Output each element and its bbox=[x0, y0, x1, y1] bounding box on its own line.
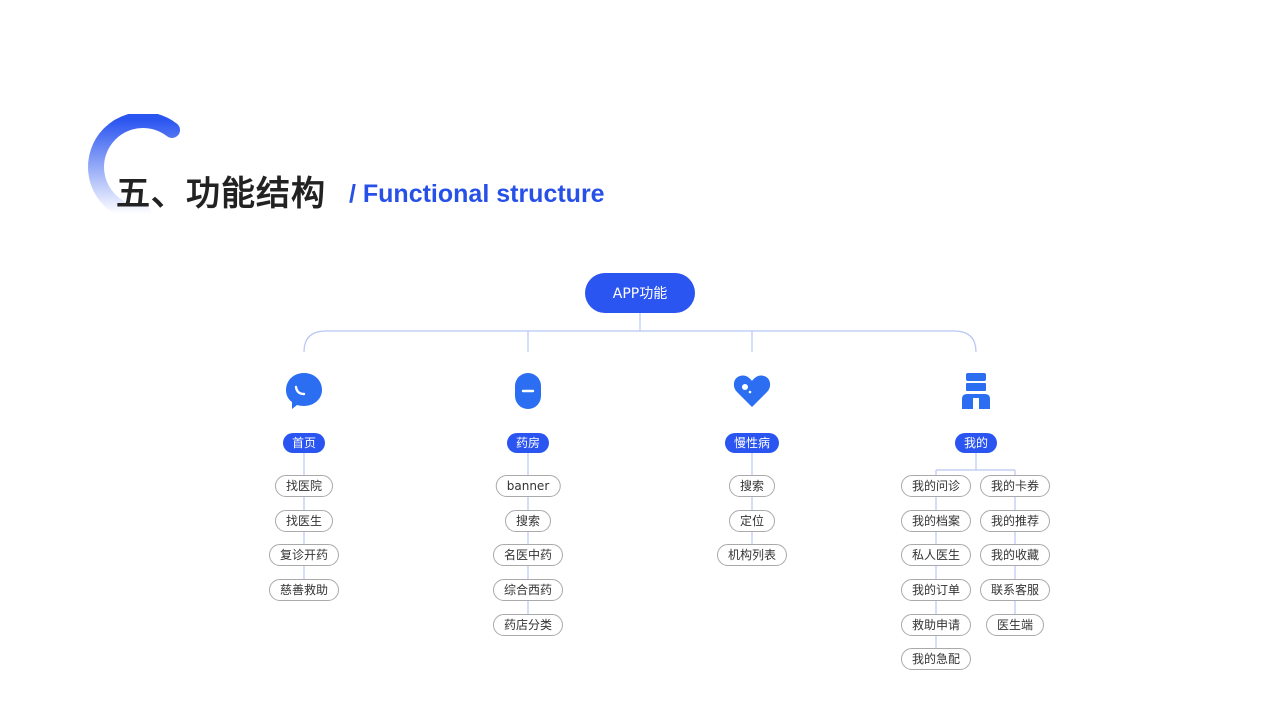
node-revisit-prescription: 复诊开药 bbox=[268, 544, 340, 566]
heart-icon bbox=[733, 375, 771, 407]
node-my-coupons: 我的卡券 bbox=[979, 475, 1051, 497]
node-chronic-search: 搜索 bbox=[728, 475, 776, 497]
category-home: 首页 bbox=[282, 433, 326, 453]
chat-bubble-icon bbox=[286, 373, 322, 409]
category-pharmacy: 药房 bbox=[506, 433, 550, 453]
node-my-favorites: 我的收藏 bbox=[979, 544, 1051, 566]
node-aid-application: 救助申请 bbox=[900, 614, 972, 636]
node-my-consultation: 我的问诊 bbox=[900, 475, 972, 497]
node-contact-service: 联系客服 bbox=[979, 579, 1051, 601]
page-title: 五、功能结构 bbox=[116, 174, 326, 214]
page-subtitle: / Functional structure bbox=[349, 180, 605, 208]
node-private-doctor: 私人医生 bbox=[900, 544, 972, 566]
node-my-orders: 我的订单 bbox=[900, 579, 972, 601]
node-institution-list: 机构列表 bbox=[716, 544, 788, 566]
node-location: 定位 bbox=[728, 510, 776, 532]
node-find-hospital: 找医院 bbox=[274, 475, 334, 497]
category-chronic-disease: 慢性病 bbox=[724, 433, 780, 453]
pill-capsule-icon bbox=[515, 373, 541, 409]
node-pharmacy-search: 搜索 bbox=[504, 510, 552, 532]
category-mine: 我的 bbox=[954, 433, 998, 453]
decorative-arc bbox=[88, 114, 180, 223]
node-western-medicine: 综合西药 bbox=[492, 579, 564, 601]
node-my-referrals: 我的推荐 bbox=[979, 510, 1051, 532]
node-my-records: 我的档案 bbox=[900, 510, 972, 532]
doctor-person-icon bbox=[962, 373, 990, 409]
node-famous-tcm: 名医中药 bbox=[492, 544, 564, 566]
node-store-category: 药店分类 bbox=[492, 614, 564, 636]
node-charity-aid: 慈善救助 bbox=[268, 579, 340, 601]
root-node: APP功能 bbox=[585, 273, 695, 313]
node-banner: banner bbox=[495, 475, 561, 497]
node-my-emergency: 我的急配 bbox=[900, 648, 972, 670]
node-find-doctor: 找医生 bbox=[274, 510, 334, 532]
node-doctor-side: 医生端 bbox=[985, 614, 1045, 636]
